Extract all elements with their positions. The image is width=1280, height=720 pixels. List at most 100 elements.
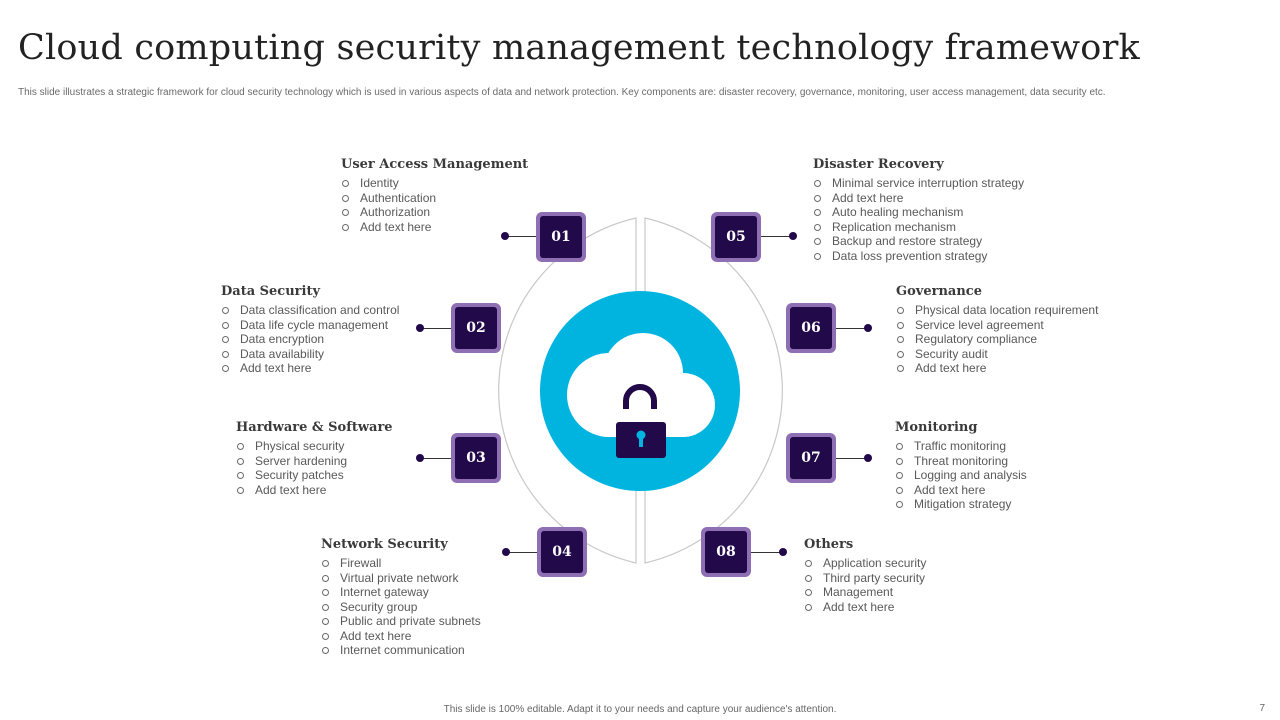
component-others: Others Application security Third party … <box>804 537 926 614</box>
list-item: Add text here <box>236 483 393 498</box>
component-monitoring: Monitoring Traffic monitoring Threat mon… <box>895 420 1027 512</box>
list-item: Server hardening <box>236 454 393 469</box>
badge-03: 03 <box>451 433 501 483</box>
list-item: Add text here <box>813 191 1024 206</box>
badge-number: 08 <box>705 531 747 573</box>
connector-dot-08 <box>779 548 787 556</box>
list-item: Security group <box>321 600 481 615</box>
component-title: User Access Management <box>341 157 529 172</box>
connector-08 <box>750 552 783 553</box>
list-item: Add text here <box>221 361 399 376</box>
component-disaster-recovery: Disaster Recovery Minimal service interr… <box>813 157 1024 263</box>
list-item: Minimal service interruption strategy <box>813 176 1024 191</box>
list-item: Auto healing mechanism <box>813 205 1024 220</box>
component-item-list: Minimal service interruption strategy Ad… <box>813 176 1024 263</box>
cloud-lock-icon <box>540 291 740 491</box>
badge-number: 07 <box>790 437 832 479</box>
badge-number: 03 <box>455 437 497 479</box>
connector-05 <box>760 236 793 237</box>
list-item: Service level agreement <box>896 318 1098 333</box>
list-item: Security patches <box>236 468 393 483</box>
list-item: Add text here <box>321 629 481 644</box>
list-item: Authentication <box>341 191 528 206</box>
connector-dot-02 <box>416 324 424 332</box>
component-item-list: Application security Third party securit… <box>804 556 926 614</box>
list-item: Third party security <box>804 571 926 586</box>
connector-07 <box>835 458 868 459</box>
list-item: Logging and analysis <box>895 468 1027 483</box>
badge-01: 01 <box>536 212 586 262</box>
connector-dot-04 <box>502 548 510 556</box>
component-item-list: Firewall Virtual private network Interne… <box>321 556 481 658</box>
list-item: Authorization <box>341 205 528 220</box>
component-item-list: Identity Authentication Authorization Ad… <box>341 176 528 234</box>
component-network-security: Network Security Firewall Virtual privat… <box>321 537 481 658</box>
component-item-list: Physical data location requirement Servi… <box>896 303 1098 376</box>
slide-title: Cloud computing security management tech… <box>18 28 1140 68</box>
list-item: Virtual private network <box>321 571 481 586</box>
list-item: Application security <box>804 556 926 571</box>
connector-dot-01 <box>501 232 509 240</box>
list-item: Public and private subnets <box>321 614 481 629</box>
badge-08: 08 <box>701 527 751 577</box>
page-number: 7 <box>1259 703 1265 714</box>
list-item: Security audit <box>896 347 1098 362</box>
slide-subtitle: This slide illustrates a strategic frame… <box>18 87 1106 98</box>
list-item: Add text here <box>896 361 1098 376</box>
connector-dot-05 <box>789 232 797 240</box>
list-item: Mitigation strategy <box>895 497 1027 512</box>
list-item: Physical security <box>236 439 393 454</box>
list-item: Regulatory compliance <box>896 332 1098 347</box>
list-item: Backup and restore strategy <box>813 234 1024 249</box>
badge-07: 07 <box>786 433 836 483</box>
badge-number: 04 <box>541 531 583 573</box>
badge-number: 06 <box>790 307 832 349</box>
component-hardware-software: Hardware & Software Physical security Se… <box>236 420 393 497</box>
badge-06: 06 <box>786 303 836 353</box>
connector-06 <box>835 328 868 329</box>
list-item: Threat monitoring <box>895 454 1027 469</box>
component-title: Monitoring <box>895 420 978 435</box>
badge-number: 02 <box>455 307 497 349</box>
list-item: Add text here <box>895 483 1027 498</box>
component-title: Others <box>804 537 854 552</box>
component-title: Network Security <box>321 537 448 552</box>
list-item: Internet gateway <box>321 585 481 600</box>
list-item: Management <box>804 585 926 600</box>
list-item: Physical data location requirement <box>896 303 1098 318</box>
connector-02 <box>420 328 451 329</box>
list-item: Add text here <box>804 600 926 615</box>
list-item: Identity <box>341 176 528 191</box>
component-title: Disaster Recovery <box>813 157 944 172</box>
component-title: Governance <box>896 284 982 299</box>
badge-05: 05 <box>711 212 761 262</box>
connector-dot-06 <box>864 324 872 332</box>
list-item: Data life cycle management <box>221 318 399 333</box>
component-data-security: Data Security Data classification and co… <box>221 284 399 376</box>
component-user-access-management: User Access Management Identity Authenti… <box>341 157 528 234</box>
connector-dot-07 <box>864 454 872 462</box>
connector-04 <box>506 552 537 553</box>
list-item: Traffic monitoring <box>895 439 1027 454</box>
list-item: Firewall <box>321 556 481 571</box>
list-item: Internet communication <box>321 643 481 658</box>
list-item: Data loss prevention strategy <box>813 249 1024 264</box>
list-item: Add text here <box>341 220 528 235</box>
slide-footer: This slide is 100% editable. Adapt it to… <box>443 704 837 715</box>
list-item: Replication mechanism <box>813 220 1024 235</box>
badge-number: 05 <box>715 216 757 258</box>
component-title: Data Security <box>221 284 321 299</box>
component-item-list: Physical security Server hardening Secur… <box>236 439 393 497</box>
list-item: Data encryption <box>221 332 399 347</box>
list-item: Data classification and control <box>221 303 399 318</box>
connector-03 <box>420 458 451 459</box>
connector-dot-03 <box>416 454 424 462</box>
component-title: Hardware & Software <box>236 420 393 435</box>
badge-number: 01 <box>540 216 582 258</box>
component-item-list: Traffic monitoring Threat monitoring Log… <box>895 439 1027 512</box>
component-item-list: Data classification and control Data lif… <box>221 303 399 376</box>
badge-04: 04 <box>537 527 587 577</box>
list-item: Data availability <box>221 347 399 362</box>
component-governance: Governance Physical data location requir… <box>896 284 1098 376</box>
connector-01 <box>505 236 536 237</box>
